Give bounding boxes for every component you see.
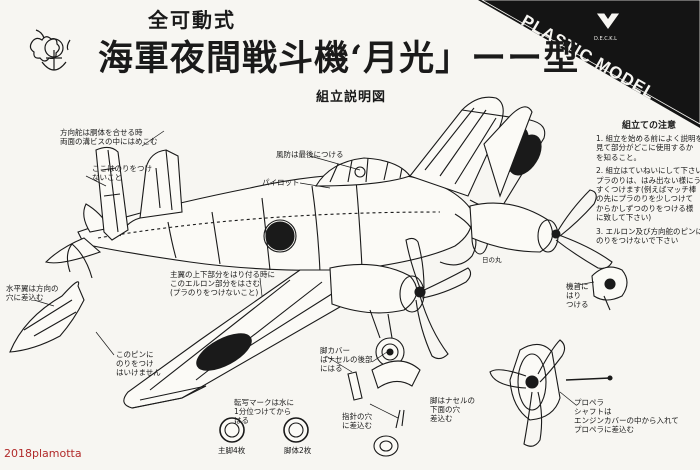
callout-line: このピンに — [116, 350, 154, 359]
wing-tip-part — [483, 106, 533, 198]
assembly-notes-title: 組立ての注意 — [622, 121, 677, 131]
navy-anchor-emblem — [29, 29, 71, 71]
callout-line: 脚カバー — [320, 346, 350, 355]
callout-line: エンジンカバーの中から入れて — [574, 416, 679, 425]
watermark: 2018plamotta — [4, 447, 82, 460]
aircraft-main-body — [44, 96, 613, 409]
wing-marking-label: 日の丸 — [482, 256, 502, 264]
callout-line: シャフトは — [574, 407, 612, 416]
callout-line: 下面の穴 — [430, 405, 460, 414]
callout-line: 穴に差込む — [6, 293, 44, 302]
tail-wheel-part — [373, 409, 405, 457]
callout-line: 転写マークは水に — [234, 398, 294, 407]
decal-main-label: 主脚4枚 — [218, 446, 246, 455]
callout-line: (プラのりをつけないこと) — [170, 288, 259, 297]
maker-logo: D.E.C.K.L — [594, 13, 620, 42]
note-line: すくつけます(例えばマッチ棒 — [596, 185, 697, 195]
assembly-note-1: 1. 組立を始める前によく説明を 見て部分がどこに使用するか を知ること。 — [596, 134, 700, 162]
callout-line: ないこと — [92, 173, 122, 182]
note-line: からかしずつのりをつける様 — [596, 203, 694, 213]
callout-line: 両面の溝ビスの中にはめこむ — [60, 137, 158, 146]
callout-line: プロペラに差込む — [574, 425, 634, 434]
callout-canopy: 風防は最後につける — [276, 150, 344, 159]
note-line: を知ること。 — [596, 152, 641, 162]
callout-spinner: 機首に はり つける — [566, 282, 589, 309]
callout-line: はり — [566, 291, 581, 300]
callout-line: 水平翼は方向の — [6, 284, 59, 293]
callout-line: 1分位つけてから — [234, 407, 292, 416]
note-line: のりをつけないで下さい — [596, 236, 679, 246]
assembly-note-3: 3. エルロン及び方向舵のピンには のりをつけないで下さい — [596, 226, 700, 246]
callout-line: ここはのりをつけ — [92, 164, 152, 173]
leader-lines — [33, 130, 595, 419]
callout-line: プロペラ — [574, 398, 604, 407]
callout-line: 脚はナセルの — [430, 396, 475, 405]
callout-stabilizer: 水平翼は方向の 穴に差込む — [6, 284, 59, 302]
callout-line: 差込む — [430, 414, 453, 423]
rudder-part — [95, 146, 129, 241]
callout-tail-glue: ここはのりをつけ ないこと — [92, 164, 152, 182]
spinner-part — [591, 266, 628, 311]
callout-line: 主翼の上下部分をはり付る時に — [170, 270, 275, 279]
callout-line: 機首に — [566, 282, 589, 291]
callout-line: 方向舵は胴体を合せる時 — [60, 128, 143, 137]
callout-propeller: プロペラ シャフトは エンジンカバーの中から入れて プロペラに差込む — [574, 398, 679, 434]
callout-line: 指針の穴 — [342, 412, 372, 421]
callout-line: はナセルの後部 — [320, 355, 373, 364]
note-line: の先にプラのりを少しつけて — [596, 194, 694, 204]
callout-rudder: 方向舵は胴体を合せる時 両面の溝ビスの中にはめこむ — [60, 128, 158, 146]
callout-pilot: パイロット — [262, 178, 300, 187]
page-subtitle: 組立説明図 — [316, 90, 387, 105]
callout-landing-leg: 脚はナセルの 下面の穴 差込む — [430, 396, 475, 423]
page-title: 海軍夜間戦斗機‘月光」ーー型 — [98, 38, 580, 79]
note-line: 見て部分がどこに使用するか — [596, 143, 694, 153]
callout-line: はいけません — [116, 368, 161, 377]
decal-tail-label: 脚体2枚 — [284, 446, 312, 455]
note-line: 3. エルロン及び方向舵のピンには — [596, 226, 700, 236]
callout-wheel-cover: 脚カバー はナセルの後部 にはる — [320, 346, 373, 373]
callout-line: に差込む — [342, 421, 372, 430]
propeller-assembly — [489, 339, 613, 447]
note-line: 1. 組立を始める前によく説明を — [596, 134, 700, 143]
callout-decal: 転写マークは水に 1分位つけてから はる — [234, 398, 294, 425]
decal-samples — [219, 417, 309, 443]
callout-line: はる — [234, 416, 249, 425]
note-line: に致して下さい) — [596, 213, 652, 223]
note-line: プラのりは、はみ出ない様にう — [596, 175, 700, 185]
callout-line: つける — [566, 300, 589, 309]
callout-line: にはる — [320, 364, 343, 373]
stabilizer-part — [9, 243, 93, 353]
callout-tailwheel: 指針の穴 に差込む — [342, 412, 372, 430]
title-prefix: 全可動式 — [148, 8, 236, 32]
callout-stab-pin: このピンに のりをつけ はいけません — [116, 350, 161, 377]
callout-aileron: 主翼の上下部分をはり付る時に このエルロン部分をはさむ (プラのりをつけないこと… — [170, 270, 275, 297]
assembly-note-2: 2. 組立はていねいにして下さい プラのりは、はみ出ない様にう すくつけます(例… — [596, 166, 700, 223]
note-line: 2. 組立はていねいにして下さい — [596, 166, 700, 176]
maker-logo-text: D.E.C.K.L — [594, 36, 617, 42]
callout-line: のりをつけ — [116, 359, 154, 368]
callout-line: このエルロン部分をはさむ — [170, 279, 260, 288]
assembly-notes: 組立ての注意 1. 組立を始める前によく説明を 見て部分がどこに使用するか を知… — [596, 118, 700, 249]
wheel-cover-parts — [347, 360, 421, 401]
